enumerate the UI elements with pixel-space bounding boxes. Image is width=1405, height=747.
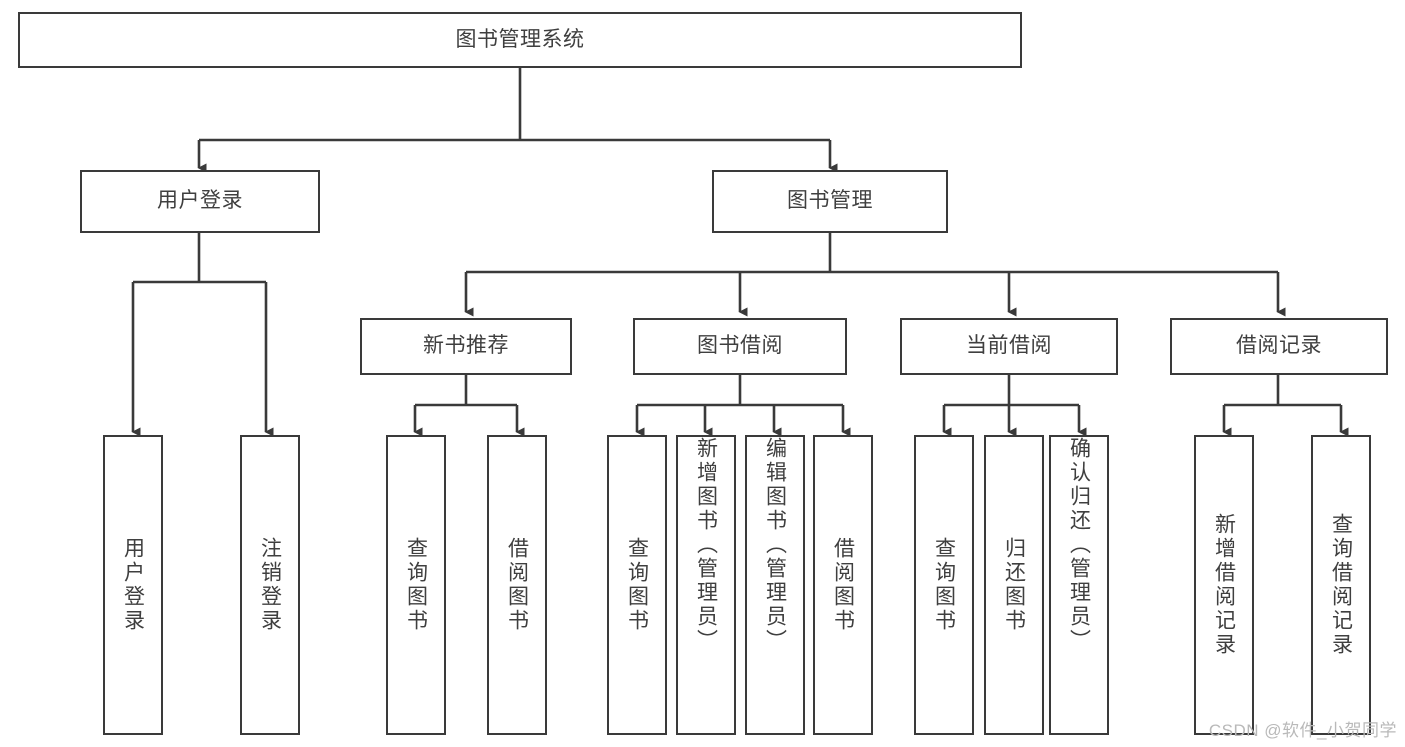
node-label: 用户登录	[157, 189, 243, 213]
node-label: 新增图书（管理员）	[694, 437, 718, 653]
node-label: 查询借阅记录	[1329, 513, 1353, 657]
leaf-edit-book-admin[interactable]: 编辑图书（管理员）	[745, 435, 805, 735]
node-label: 用户登录	[121, 537, 145, 633]
watermark: CSDN @软件_小贺同学	[1208, 721, 1397, 740]
node-book-management[interactable]: 图书管理	[712, 170, 948, 233]
node-label: 新书推荐	[423, 334, 509, 358]
leaf-logout[interactable]: 注销登录	[240, 435, 300, 735]
node-new-book-recommend[interactable]: 新书推荐	[360, 318, 572, 375]
node-label: 编辑图书（管理员）	[763, 437, 787, 653]
node-label: 借阅记录	[1236, 334, 1322, 358]
node-label: 图书管理	[787, 189, 873, 213]
node-label: 归还图书	[1002, 537, 1026, 633]
leaf-return-books[interactable]: 归还图书	[984, 435, 1044, 735]
node-label: 当前借阅	[966, 334, 1052, 358]
node-user-login[interactable]: 用户登录	[80, 170, 320, 233]
node-current-borrow[interactable]: 当前借阅	[900, 318, 1118, 375]
node-book-borrow[interactable]: 图书借阅	[633, 318, 847, 375]
node-label: 图书借阅	[697, 334, 783, 358]
node-borrow-records[interactable]: 借阅记录	[1170, 318, 1388, 375]
node-label: 确认归还（管理员）	[1067, 437, 1091, 653]
leaf-borrow-books-recommend[interactable]: 借阅图书	[487, 435, 547, 735]
node-label: 查询图书	[932, 537, 956, 633]
node-label: 借阅图书	[831, 537, 855, 633]
leaf-add-borrow-record[interactable]: 新增借阅记录	[1194, 435, 1254, 735]
node-label: 查询图书	[625, 537, 649, 633]
node-label: 注销登录	[258, 537, 282, 633]
leaf-confirm-return-admin[interactable]: 确认归还（管理员）	[1049, 435, 1109, 735]
node-label: 查询图书	[404, 537, 428, 633]
leaf-query-books-current[interactable]: 查询图书	[914, 435, 974, 735]
leaf-user-login[interactable]: 用户登录	[103, 435, 163, 735]
leaf-add-book-admin[interactable]: 新增图书（管理员）	[676, 435, 736, 735]
leaf-query-books-borrow[interactable]: 查询图书	[607, 435, 667, 735]
leaf-query-borrow-record[interactable]: 查询借阅记录	[1311, 435, 1371, 735]
leaf-query-books-recommend[interactable]: 查询图书	[386, 435, 446, 735]
node-label: 图书管理系统	[455, 27, 585, 51]
node-label: 新增借阅记录	[1212, 513, 1236, 657]
leaf-borrow-books[interactable]: 借阅图书	[813, 435, 873, 735]
node-label: 借阅图书	[505, 537, 529, 633]
node-root-library-system[interactable]: 图书管理系统	[18, 12, 1022, 68]
